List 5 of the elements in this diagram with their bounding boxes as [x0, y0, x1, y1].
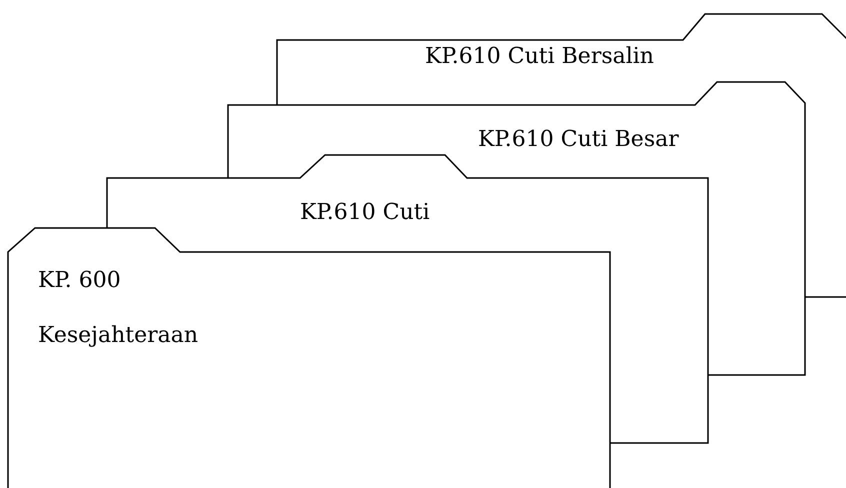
folder-label: KP. 600 [38, 268, 121, 294]
folder-label: KP.610 Cuti Bersalin [425, 44, 654, 70]
folder-label: KP.610 Cuti [300, 200, 430, 226]
folder-label: KP.610 Cuti Besar [478, 127, 679, 153]
folder-label: Kesejahteraan [38, 323, 198, 349]
